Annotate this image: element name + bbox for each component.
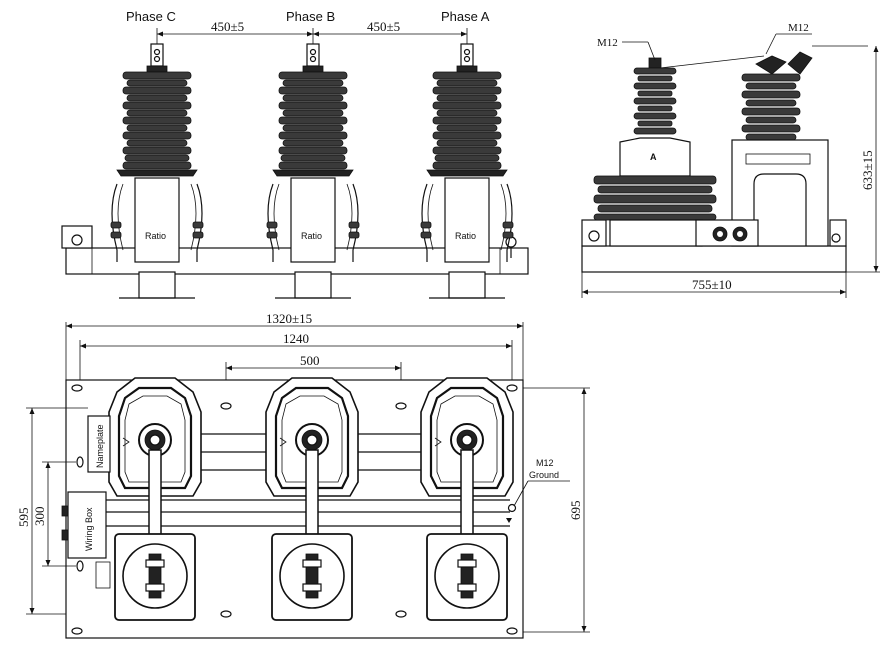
side-bolt-left: M12 <box>597 37 618 49</box>
side-primary-insulator <box>633 67 677 135</box>
phase-a-label: Phase A <box>441 9 490 24</box>
mounting-width-dimension: 1240 <box>283 331 309 346</box>
hole-spacing-dimension: 500 <box>300 353 320 368</box>
ratio-plate-a: Ratio <box>455 231 476 241</box>
side-secondary-insulator <box>741 73 801 141</box>
spacing-ba: 450±5 <box>367 19 400 34</box>
side-marker: A <box>650 152 657 162</box>
ratio-plate-c: Ratio <box>145 231 166 241</box>
ground-label: Ground <box>529 470 559 480</box>
side-base <box>581 245 847 273</box>
nameplate-box <box>87 415 111 473</box>
front-view: Phase C Phase B Phase A 450±5 450±5 Rati… <box>61 9 529 299</box>
spacing-cb: 450±5 <box>211 19 244 34</box>
side-bolt-right: M12 <box>788 22 809 34</box>
ratio-plate-b: Ratio <box>301 231 322 241</box>
side-view: A M12 <box>581 22 880 298</box>
inner-height-dimension: 300 <box>32 507 47 527</box>
overall-width-dimension: 1320±15 <box>266 311 312 326</box>
side-height-dimension: 633±15 <box>860 150 875 190</box>
outer-height-dimension: 595 <box>16 508 31 528</box>
nameplate-label: Nameplate <box>95 424 105 468</box>
overall-depth-dimension: 695 <box>568 501 583 521</box>
ground-bolt-label: M12 <box>536 458 554 468</box>
ground-bolt <box>507 503 517 513</box>
wiring-box-label: Wiring Box <box>84 507 94 551</box>
side-depth-dimension: 755±10 <box>692 277 732 292</box>
phase-b-label: Phase B <box>286 9 335 24</box>
front-dimension-lines <box>156 28 468 48</box>
phase-c-label: Phase C <box>126 9 176 24</box>
wiring-box <box>67 491 107 559</box>
top-view: 1320±15 1240 500 <box>16 311 590 639</box>
side-lower-sheds <box>593 175 717 221</box>
